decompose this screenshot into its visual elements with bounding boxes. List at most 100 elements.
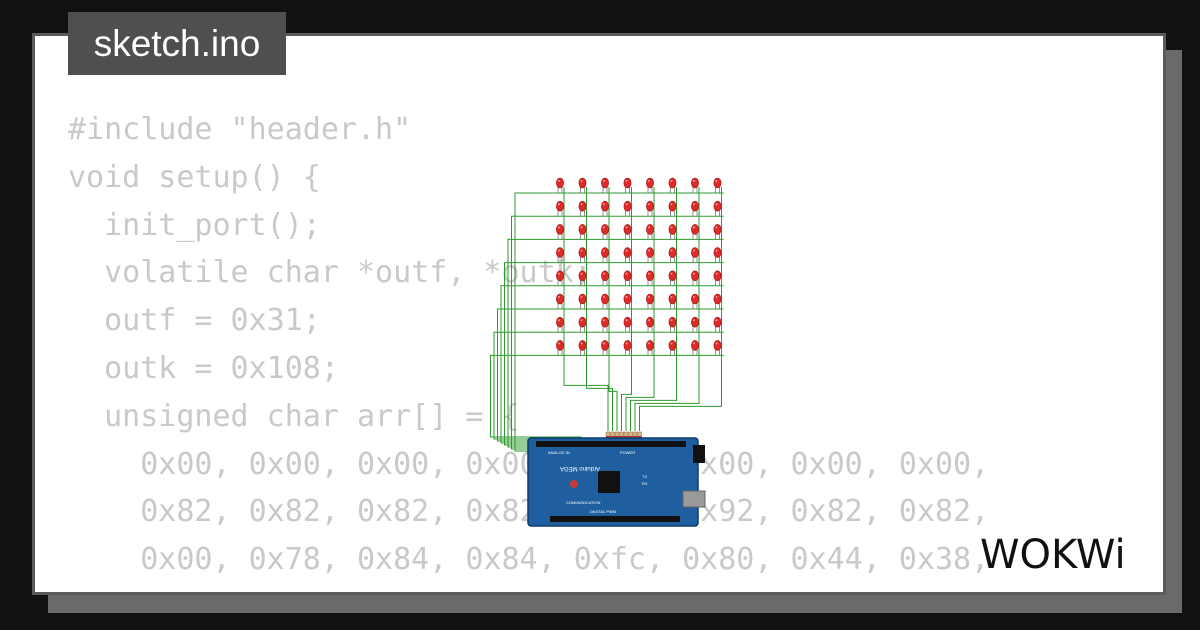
led [623, 340, 632, 356]
column-wire [586, 187, 613, 431]
led [646, 340, 654, 356]
led [713, 247, 722, 263]
led [668, 224, 677, 240]
resistor-band [637, 436, 642, 438]
led [578, 177, 587, 193]
column-wire [634, 187, 700, 431]
board-communication-label: COMMUNICATION [566, 500, 600, 505]
wokwi-logo-text: WOKWi [980, 532, 1126, 578]
led [691, 247, 699, 263]
led [668, 340, 677, 356]
led [668, 293, 677, 309]
led [556, 200, 564, 217]
wokwi-logo: WOKWi [980, 532, 1126, 578]
code-line-2: void setup() { [68, 159, 321, 195]
led [601, 293, 609, 309]
led [713, 270, 722, 286]
board-analog-label: ANALOG IN [548, 450, 570, 455]
led [578, 340, 587, 356]
led [578, 293, 587, 309]
led [623, 177, 632, 193]
led [713, 340, 722, 356]
led [578, 316, 587, 333]
led [556, 224, 564, 240]
code-line-11: 0x20, 0x20, 0x20, 0x20, 0x20, 0x20, 0x20… [68, 584, 989, 592]
header-pins-top [536, 441, 686, 447]
led [623, 247, 632, 263]
led [646, 224, 654, 240]
led [623, 200, 632, 217]
led [601, 270, 609, 286]
row-wire [514, 192, 724, 464]
led [668, 316, 677, 333]
column-wire [625, 187, 655, 431]
column-wire [621, 187, 632, 431]
led [556, 270, 564, 286]
sketch-title-tab[interactable]: sketch.ino [68, 12, 286, 75]
led [556, 316, 564, 333]
led [646, 200, 654, 217]
resistor-band [606, 436, 610, 438]
led [691, 224, 699, 240]
led [668, 177, 677, 193]
resistor-band [624, 436, 628, 438]
led [556, 247, 564, 263]
led [691, 270, 699, 286]
led [601, 247, 609, 263]
resistor-band [615, 436, 619, 438]
code-line-3: init_port(); [68, 207, 321, 243]
led [578, 247, 587, 263]
code-line-5: outf = 0x31; [68, 303, 321, 339]
led [713, 316, 722, 333]
led [668, 247, 677, 263]
led [601, 224, 609, 240]
led [691, 177, 699, 193]
led [691, 200, 699, 217]
led [646, 247, 654, 263]
preview-card[interactable]: #include "header.h" void setup() { init_p… [32, 33, 1166, 595]
led [713, 177, 722, 193]
led [713, 293, 722, 309]
board-tx-label: TX [642, 474, 647, 479]
column-wire [608, 187, 618, 431]
led [556, 340, 564, 356]
led [623, 316, 632, 333]
led [713, 200, 722, 217]
led [623, 224, 632, 240]
code-line-1: #include "header.h" [68, 112, 412, 147]
code-line-4: volatile char *outf, *outk; [68, 255, 592, 291]
board-power-label: POWER [620, 450, 635, 455]
led-matrix [556, 177, 722, 356]
code-line-6: outk = 0x108; [68, 350, 339, 386]
led [646, 177, 654, 193]
led [691, 293, 699, 309]
led [646, 270, 654, 286]
led [601, 340, 609, 356]
led [578, 224, 587, 240]
column-wire [563, 187, 609, 431]
led [713, 224, 722, 240]
led [623, 293, 632, 309]
led [601, 177, 609, 193]
led [601, 316, 609, 333]
led [556, 293, 564, 309]
resistor-band [633, 436, 637, 438]
power-jack [693, 445, 705, 463]
led [578, 200, 587, 217]
arduino-mega-board: Arduino MEGA POWER ANALOG IN DIGITAL PWM… [527, 437, 706, 527]
row-wire [490, 354, 724, 464]
led [556, 177, 564, 193]
resistor-band [619, 436, 624, 438]
microcontroller-chip [598, 471, 620, 493]
led [646, 293, 654, 309]
led [691, 340, 699, 356]
led [668, 200, 677, 217]
circuit-diagram: Arduino MEGA POWER ANALOG IN DIGITAL PWM… [490, 177, 724, 527]
code-line-10: 0x00, 0x78, 0x84, 0x84, 0xfc, 0x80, 0x44… [68, 542, 990, 578]
led [668, 270, 677, 286]
code-line-7: unsigned char arr[] = { [68, 398, 520, 434]
resistor-band [610, 436, 615, 438]
row-wire [507, 238, 724, 464]
usb-port [682, 490, 706, 508]
board-digital-label: DIGITAL PWM [590, 509, 616, 514]
